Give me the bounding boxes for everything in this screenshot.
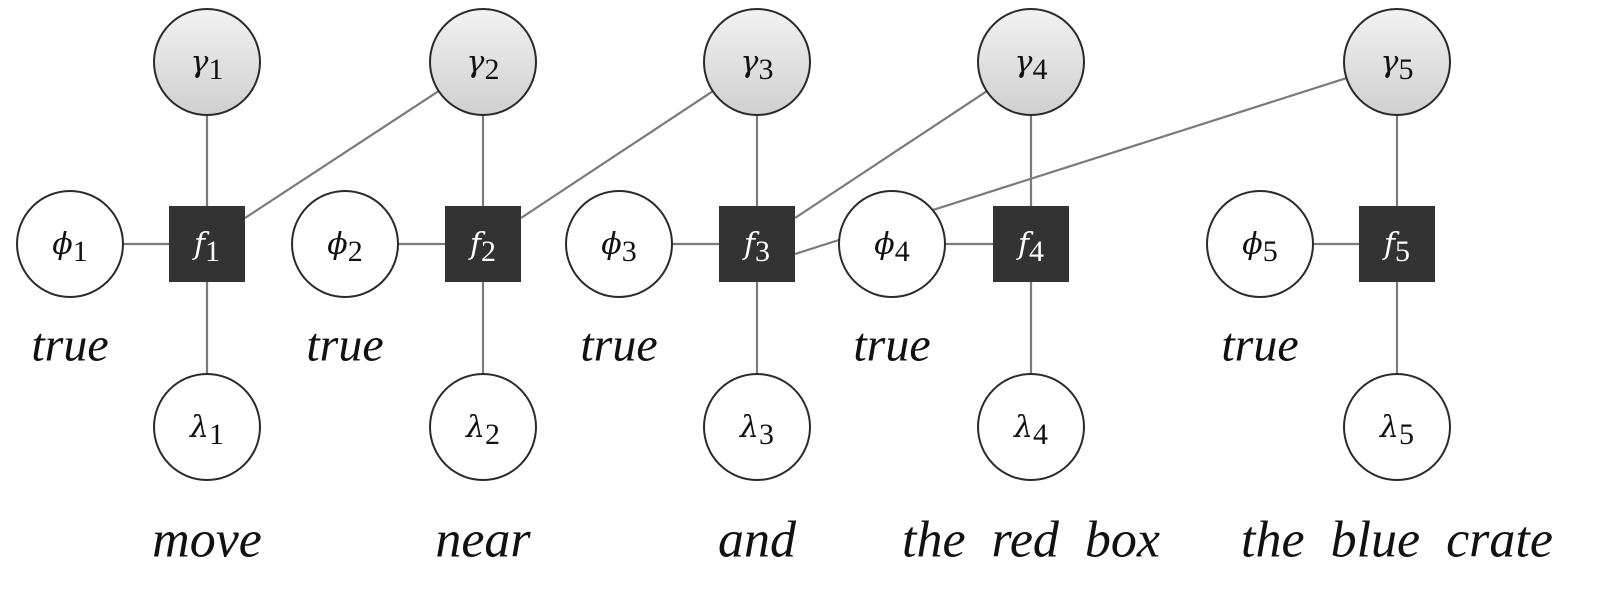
phi1-label-symbol: ϕ (52, 227, 72, 262)
phi2-node (291, 190, 399, 298)
lambda5-node (1343, 373, 1451, 481)
phi4-label-index: 4 (895, 235, 910, 268)
truth-label-4: true (853, 319, 930, 372)
gamma5-label: γ5 (1381, 45, 1414, 86)
phi1-label: ϕ1 (52, 227, 87, 268)
lambda3-label: λ3 (739, 410, 774, 451)
gamma5-label-index: 5 (1398, 53, 1413, 86)
lambda3-node (703, 373, 811, 481)
gamma2-node (429, 8, 537, 116)
gamma1-label: γ1 (191, 45, 224, 86)
gamma5-node (1343, 8, 1451, 116)
lambda2-node (429, 373, 537, 481)
phi3-label-symbol: ϕ (601, 227, 621, 262)
factor5-label: f5 (1382, 227, 1410, 268)
lambda1-label: λ1 (189, 410, 224, 451)
gamma3-node (703, 8, 811, 116)
factor2-label: f2 (468, 227, 496, 268)
gamma3-label-symbol: γ (741, 45, 759, 80)
lambda2-label-symbol: λ (465, 410, 485, 445)
factor1-label-index: 1 (205, 235, 220, 268)
gamma4-label-index: 4 (1032, 53, 1047, 86)
gamma3-label-index: 3 (758, 53, 773, 86)
lambda4-node (977, 373, 1085, 481)
gamma2-label: γ2 (467, 45, 500, 86)
factor5-node (1359, 206, 1435, 282)
phi5-label-index: 5 (1263, 235, 1278, 268)
lambda4-label-symbol: λ (1013, 410, 1033, 445)
phi2-label-symbol: ϕ (327, 227, 347, 262)
factor1-node (169, 206, 245, 282)
lambda4-label-index: 4 (1033, 418, 1048, 451)
phrase-1: move (152, 512, 262, 569)
phrase-3: and (718, 512, 797, 569)
labels: true move true near true and true the red box tr… (31, 319, 1553, 569)
gamma1-label-index: 1 (208, 53, 223, 86)
phi5-label: ϕ5 (1242, 227, 1277, 268)
phi2-label-index: 2 (348, 235, 363, 268)
truth-label-3: true (580, 319, 657, 372)
factor4-label-index: 4 (1029, 235, 1044, 268)
factor1-label: f1 (192, 227, 220, 268)
lambda2-label: λ2 (465, 410, 500, 451)
lambda1-label-index: 1 (209, 418, 224, 451)
gamma1-node (153, 8, 261, 116)
lambda1-label-symbol: λ (189, 410, 209, 445)
phi3-label: ϕ3 (601, 227, 636, 268)
phrase-5: the blue crate (1241, 512, 1553, 569)
phi1-label-index: 1 (73, 235, 88, 268)
gamma5-label-symbol: γ (1381, 45, 1399, 80)
truth-label-5: true (1221, 319, 1298, 372)
phi5-node (1206, 190, 1314, 298)
phrase-2: near (435, 512, 531, 569)
lambda2-label-index: 2 (485, 418, 500, 451)
lambda3-label-symbol: λ (739, 410, 759, 445)
gamma2-label-symbol: γ (467, 45, 485, 80)
lambda3-label-index: 3 (759, 418, 774, 451)
phi3-label-index: 3 (622, 235, 637, 268)
edge-f3-gamma4 (794, 90, 988, 219)
factor5-label-index: 5 (1395, 235, 1410, 268)
gamma3-label: γ3 (741, 45, 774, 86)
phrase-4: the red box (902, 512, 1160, 569)
lambda5-label-index: 5 (1399, 418, 1414, 451)
gamma2-label-index: 2 (484, 53, 499, 86)
gamma1-label-symbol: γ (191, 45, 209, 80)
factor4-label: f4 (1016, 227, 1044, 268)
phi2-label: ϕ2 (327, 227, 362, 268)
phi1-node (16, 190, 124, 298)
phi4-label-symbol: ϕ (874, 227, 894, 262)
lambda1-node (153, 373, 261, 481)
factor3-label-index: 3 (755, 235, 770, 268)
truth-label-1: true (31, 319, 108, 372)
gamma4-label: γ4 (1015, 45, 1048, 86)
factor3-label: f3 (742, 227, 770, 268)
factor2-label-index: 2 (481, 235, 496, 268)
lambda5-label-symbol: λ (1379, 410, 1399, 445)
factor2-node (445, 206, 521, 282)
gamma4-label-symbol: γ (1015, 45, 1033, 80)
lambda5-label: λ5 (1379, 410, 1414, 451)
edge-f1-gamma2 (244, 90, 440, 219)
phi4-node (838, 190, 946, 298)
phi4-label: ϕ4 (874, 227, 909, 268)
phi5-label-symbol: ϕ (1242, 227, 1262, 262)
phi3-node (565, 190, 673, 298)
gamma4-node (977, 8, 1085, 116)
edge-f2-gamma3 (520, 90, 714, 219)
factor4-node (993, 206, 1069, 282)
factor3-node (719, 206, 795, 282)
truth-label-2: true (306, 319, 383, 372)
lambda4-label: λ4 (1013, 410, 1048, 451)
